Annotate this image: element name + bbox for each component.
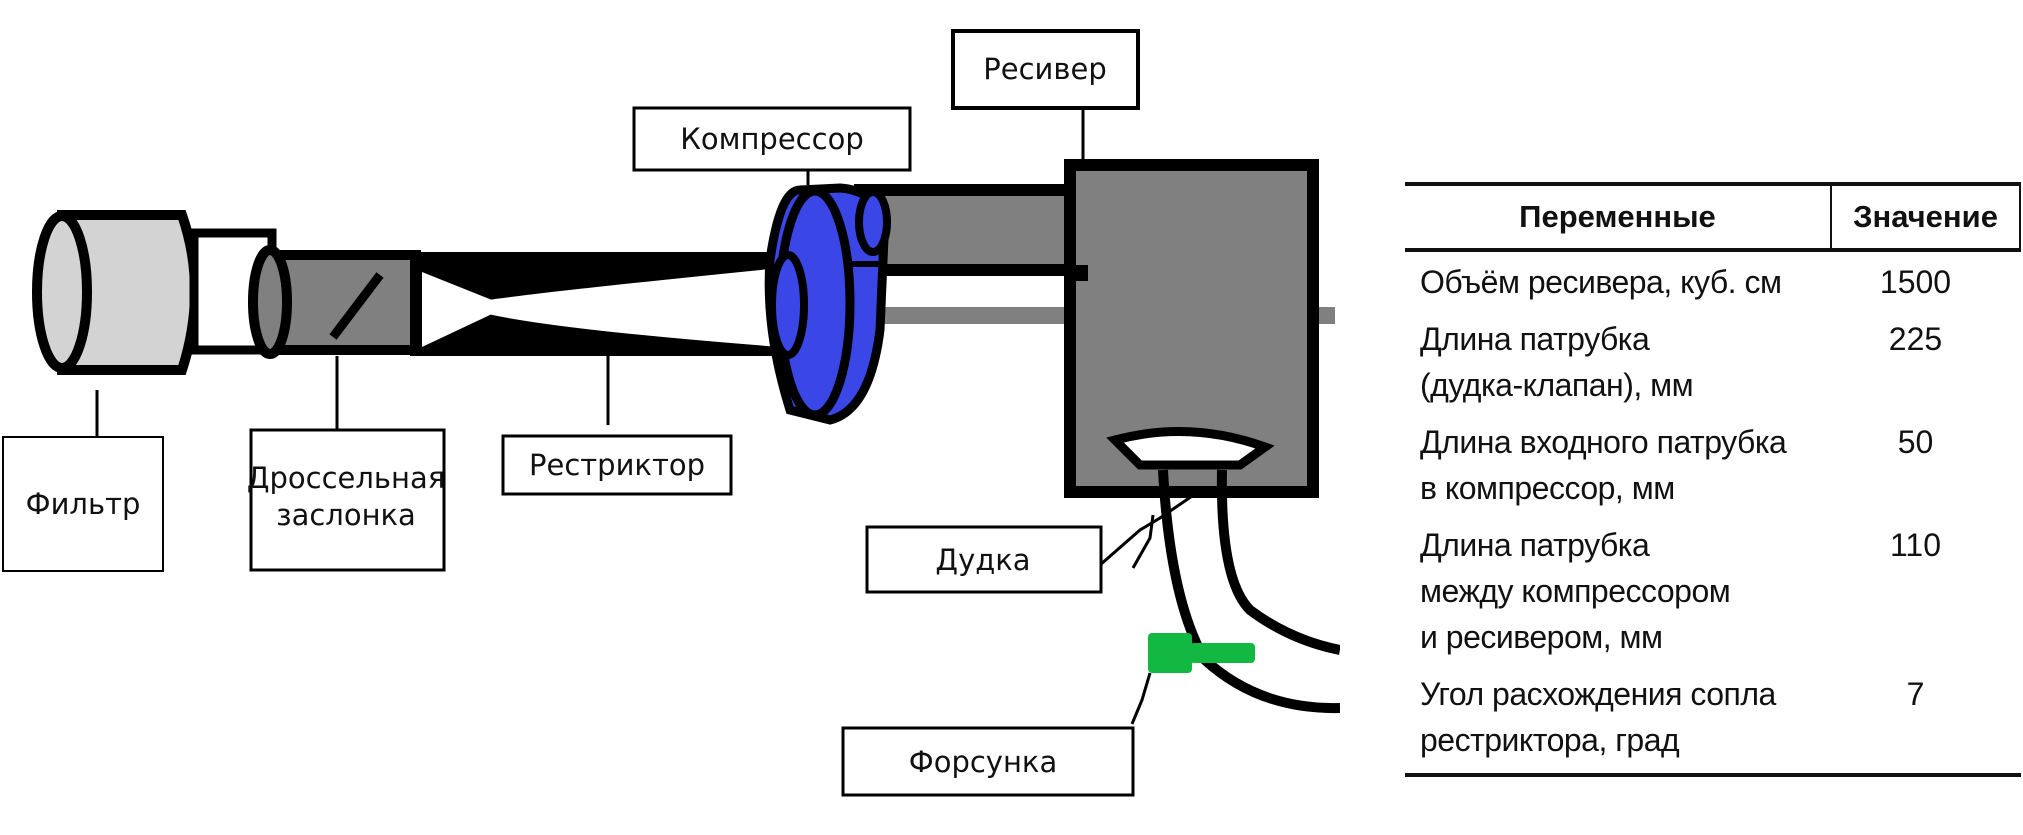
label-throttle-line2: заслонка	[276, 498, 416, 532]
filter-component	[32, 210, 277, 375]
label-receiver: Ресивер	[951, 29, 1140, 110]
label-injector-text: Форсунка	[909, 745, 1057, 779]
label-restrictor: Рестриктор	[501, 434, 733, 496]
receiver-component	[1064, 159, 1319, 498]
compressor-receiver-pipe	[854, 184, 1086, 276]
row-value: 225	[1888, 321, 1943, 357]
row-label: Длина входного патрубка в компрессор, мм	[1420, 424, 1787, 506]
throttle-component	[248, 245, 421, 359]
label-filter-text: Фильтр	[26, 487, 141, 521]
row-value: 1500	[1879, 264, 1952, 300]
table-row: Длина патрубка (дудка-клапан), мм 225	[1405, 309, 2021, 412]
row-value: 110	[1889, 527, 1941, 563]
row-value: 50	[1897, 424, 1934, 460]
label-throttle: Дроссельная заслонка	[247, 428, 446, 572]
label-injector: Форсунка	[841, 726, 1135, 797]
row-label: Длина патрубка (дудка-клапан), мм	[1420, 321, 1694, 403]
label-filter: Фильтр	[2, 436, 164, 572]
header-variables: Переменные	[1405, 186, 1832, 248]
row-value: 7	[1906, 676, 1925, 712]
compressor-component	[764, 183, 891, 425]
label-restrictor-text: Рестриктор	[529, 448, 705, 482]
label-compressor-text: Компрессор	[680, 122, 863, 156]
label-horn: Дудка	[865, 525, 1103, 594]
row-label: Объём ресивера, куб. см	[1420, 264, 1782, 300]
leader-lines	[95, 108, 1199, 725]
row-label: Угол расхождения сопла реcтриктора, град	[1420, 676, 1776, 758]
table-header: Переменные Значение	[1405, 182, 2021, 252]
horn-component	[1106, 427, 1340, 714]
table-bottom-rule	[1405, 773, 2021, 777]
label-horn-text: Дудка	[935, 543, 1030, 577]
restrictor-component	[410, 252, 790, 356]
label-throttle-line1: Дроссельная	[247, 461, 445, 495]
table-row: Объём ресивера, куб. см 1500	[1405, 252, 2021, 309]
table-row: Угол расхождения сопла реcтриктора, град…	[1405, 664, 2021, 767]
label-compressor: Компрессор	[632, 106, 912, 172]
header-value: Значение	[1832, 186, 2021, 248]
table-row: Длина патрубка между компрессором и реси…	[1405, 515, 2021, 664]
table-row: Длина входного патрубка в компрессор, мм…	[1405, 412, 2021, 515]
row-label: Длина патрубка между компрессором и реси…	[1420, 527, 1731, 655]
throttle-plate	[329, 272, 384, 340]
intake-system-diagram: Фильтр Дроссельная заслонка Рестриктор К…	[2, 29, 1340, 797]
label-receiver-text: Ресивер	[983, 52, 1106, 86]
parameters-table: Переменные Значение Объём ресивера, куб.…	[1405, 182, 2021, 777]
injector-component	[1148, 633, 1255, 673]
